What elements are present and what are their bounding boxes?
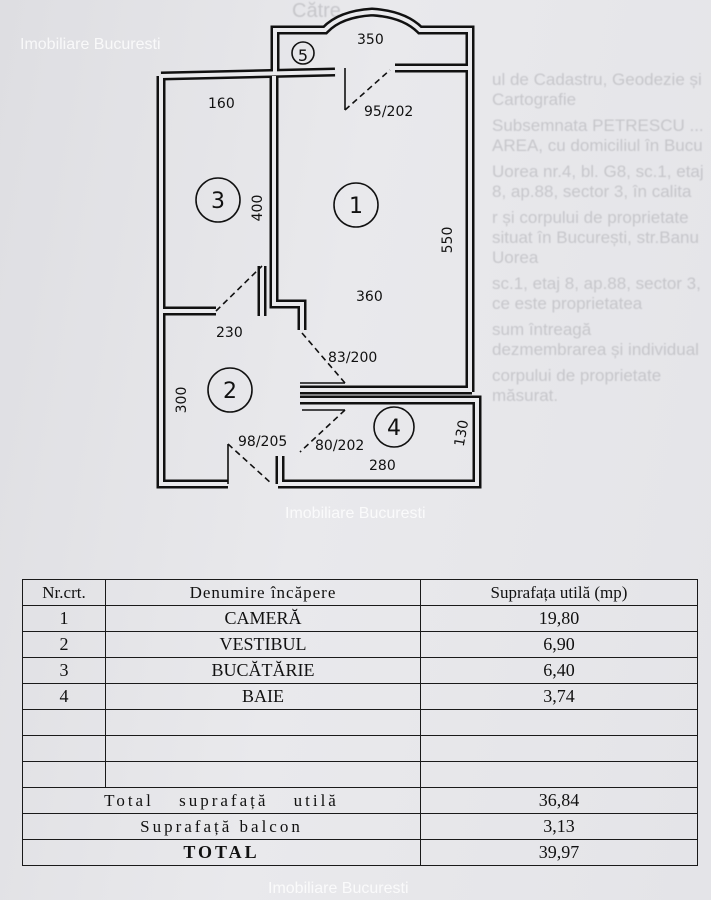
row-name: BUCĂTĂRIE xyxy=(105,657,421,684)
empty-row xyxy=(22,761,698,788)
row-area: 6,90 xyxy=(420,631,698,658)
walls xyxy=(156,7,482,489)
empty-row xyxy=(22,709,698,736)
dim-bath-length: 130 xyxy=(452,419,472,448)
ghost-text: Către xyxy=(292,0,341,22)
header-area: Suprafața utilă (mp) xyxy=(420,579,698,606)
ghost-text: Uorea nr.4, bl. G8, sc.1, etaj 8, ap.88,… xyxy=(492,162,704,201)
header-name: Denumire încăpere xyxy=(105,579,421,606)
balcony-value: 3,13 xyxy=(420,813,698,840)
door-bath-size: 80/202 xyxy=(315,438,364,454)
row-nr: 1 xyxy=(22,605,106,632)
room-number-4: 4 xyxy=(387,416,401,441)
balcony-label: Suprafață balcon xyxy=(22,813,421,840)
empty-row xyxy=(22,735,698,762)
watermark: Imobiliare Bucuresti xyxy=(285,505,426,522)
table-header-row: Nr.crt. Denumire încăpere Suprafața util… xyxy=(22,579,698,606)
room-number-3: 3 xyxy=(211,189,225,214)
watermark: Imobiliare Bucuresti xyxy=(268,880,409,897)
table-row: 3 BUCĂTĂRIE 6,40 xyxy=(22,657,698,684)
ghost-text: r și corpului de proprietate situat în B… xyxy=(492,208,699,267)
floor-plan: 5 3 1 2 4 350 160 400 360 550 230 300 28… xyxy=(156,7,482,489)
door-room-size: 83/200 xyxy=(328,350,377,366)
total-util-row: Total suprafață utilă 36,84 xyxy=(22,787,698,814)
total-util-label: Total suprafață utilă xyxy=(22,787,421,814)
dim-room-length: 550 xyxy=(440,227,456,254)
dim-hall-width: 230 xyxy=(216,325,243,341)
door-balcony-size: 95/202 xyxy=(364,104,413,120)
table-row: 2 VESTIBUL 6,90 xyxy=(22,631,698,658)
row-nr: 2 xyxy=(22,631,106,658)
ghost-text: corpului de proprietate măsurat. xyxy=(492,366,662,405)
door-swings xyxy=(215,68,391,485)
row-name: CAMERĂ xyxy=(105,605,421,632)
dim-balcony-width: 350 xyxy=(357,32,384,48)
table-row: 1 CAMERĂ 19,80 xyxy=(22,605,698,632)
row-area: 3,74 xyxy=(420,683,698,710)
row-name: VESTIBUL xyxy=(105,631,421,658)
ghost-text: ul de Cadastru, Geodezie și Cartografie xyxy=(492,70,702,109)
watermark: Imobiliare Bucuresti xyxy=(20,36,161,53)
total-label: TOTAL xyxy=(22,839,421,866)
dim-kitchen-length: 400 xyxy=(250,195,266,222)
ghost-text: Subsemnata PETRESCU ... AREA, cu domicil… xyxy=(492,116,704,155)
row-name: BAIE xyxy=(105,683,421,710)
door-entrance-size: 98/205 xyxy=(238,434,287,450)
table-row: 4 BAIE 3,74 xyxy=(22,683,698,710)
balcony-row: Suprafață balcon 3,13 xyxy=(22,813,698,840)
header-nr: Nr.crt. xyxy=(22,579,106,606)
row-area: 19,80 xyxy=(420,605,698,632)
ghost-text-column: ul de Cadastru, Geodezie și Cartografie … xyxy=(492,70,704,412)
dim-kitchen-width: 160 xyxy=(208,96,235,112)
dim-bath-width: 280 xyxy=(369,458,396,474)
dim-room-width: 360 xyxy=(356,289,383,305)
dim-hall-length: 300 xyxy=(174,387,190,414)
ghost-text: sc.1, etaj 8, ap.88, sector 3, ce este p… xyxy=(492,274,701,313)
row-area: 6,40 xyxy=(420,657,698,684)
total-value: 39,97 xyxy=(420,839,698,866)
room-number-2: 2 xyxy=(223,379,237,404)
room-number-1: 1 xyxy=(349,194,363,219)
rooms-table: Nr.crt. Denumire încăpere Suprafața util… xyxy=(22,579,698,866)
row-nr: 4 xyxy=(22,683,106,710)
total-util-value: 36,84 xyxy=(420,787,698,814)
row-nr: 3 xyxy=(22,657,106,684)
total-row: TOTAL 39,97 xyxy=(22,839,698,866)
ghost-text: sum întreagă dezmembrarea și individual xyxy=(492,320,699,359)
room-markers xyxy=(195,41,415,448)
room-number-5: 5 xyxy=(298,46,308,65)
